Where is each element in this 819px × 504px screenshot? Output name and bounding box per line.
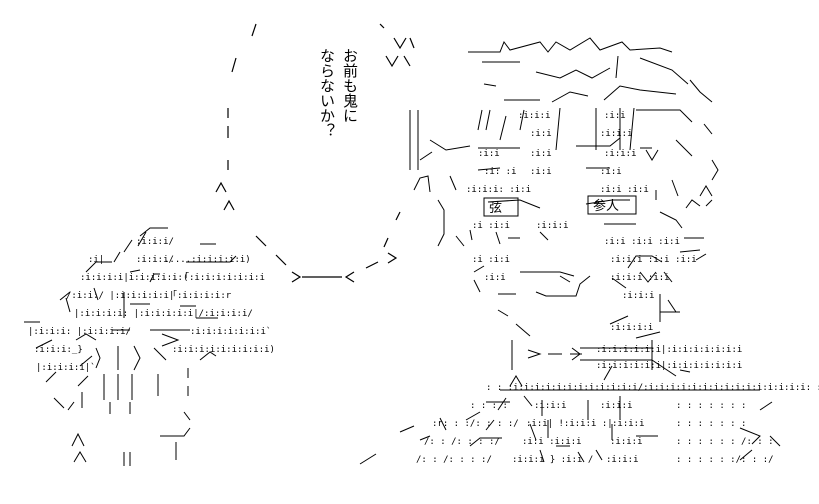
svg-text:: : : : : : /: : :: : : : : : : /: : :: [676, 437, 774, 447]
svg-text::i:i :i:i :i:i: :i:i :i:i :i:i: [604, 237, 680, 247]
svg-text::i:i: :i:i: [530, 129, 552, 139]
svg-text::i:i :i:i: :i:i :i:i: [600, 185, 649, 195]
svg-text::r: : :/: : : :/: :r: : :/: : : :/: [432, 419, 519, 429]
svg-text:|:i:i:i: |:i:i:i:i/: |:i:i:i: |:i:i:i:i/: [28, 327, 131, 337]
svg-text::i:i:i:_}: :i:i:i:_}: [34, 345, 83, 355]
svg-text::i :i:i: :i :i:i: [472, 255, 510, 265]
svg-text::i:i:i: :i:i:i: [604, 149, 637, 159]
svg-text:「:i:i:i:i:r: 「:i:i:i:i:r: [168, 290, 232, 301]
svg-text:/: : /: : : :/: /: : /: : : :/: [424, 437, 500, 447]
svg-text::i:i: :i:i: [530, 149, 552, 159]
svg-text::i:i: :i:i: [604, 111, 626, 121]
svg-text::i:i:i/: :i:i:i/: [136, 255, 174, 265]
svg-text:: : : :: : : : :: [470, 401, 508, 411]
svg-text::i:i:i: :i:i:i: [622, 291, 655, 301]
svg-text::i:i: :i:i: [484, 273, 506, 283]
speech-line-1: お前も鬼に: [341, 48, 359, 123]
svg-text:: : : : : : :: : : : : : : :: [676, 419, 746, 429]
human-figure: [24, 227, 237, 466]
speech-line-2: ならないか？: [318, 48, 336, 138]
demon-texture: :i:i:i :i:i :i:i :i:i:i :i:i :i:i :i:i:i…: [416, 111, 819, 465]
svg-text::i:i:i/: :i:i:i/: [136, 237, 174, 247]
svg-text::i:i:i: :i:i:i: [518, 111, 551, 121]
svg-text::i:i:i: :i:i:i: [606, 455, 639, 465]
speech-bubble-text: お前も鬼に ならないか？: [278, 48, 359, 198]
svg-text:/: : /: : : :/: /: : /: : : :/: [416, 455, 492, 465]
svg-text:/:i:i:/ |:i:i:i:i:i|: /:i:i:/ |:i:i:i:i:i|: [66, 291, 174, 301]
svg-text::i:i: :i:i: [530, 167, 552, 177]
svg-text:.....:i:i:i:i:i): .....:i:i:i:i:i): [164, 255, 251, 265]
demon-left-eye: 弦: [483, 197, 519, 217]
svg-text:「:i:i:i:i:i:i:i: 「:i:i:i:i:i:i:i: [180, 272, 265, 283]
svg-text::i:i: :i:i: [600, 167, 622, 177]
svg-text::i:i:i: :i:i: :i:i:i: :i:i: [466, 185, 531, 195]
svg-text:: : :i:i:i:i:i:i:i:i:i:i:i:i/:: : : :i:i:i:i:i:i:i:i:i:i:i:i/:i:i:i:i:i:…: [486, 383, 819, 393]
svg-text::i:i:i: :i:i:i: [612, 419, 645, 429]
svg-text::i:i| !:i:i:i :|: :i:i| !:i:i:i :|: [526, 419, 613, 429]
left-eye-label: 弦: [489, 200, 502, 216]
svg-text::i:i:i:i:i:i|:i:i:i:i:i:i:i: :i:i:i:i:i:i|:i:i:i:i:i:i:i: [596, 361, 742, 371]
svg-text::i:i:i: :i:i:i: [600, 401, 633, 411]
right-eye-label: 参人: [593, 198, 619, 214]
svg-text::i: :i: :i: :i: [484, 167, 517, 177]
svg-text:|:i:i:i:i|`: |:i:i:i:i|`: [36, 362, 96, 373]
svg-text::i:i:i: :i:i:i: [600, 129, 633, 139]
svg-text::i:i: :i:i: [478, 149, 500, 159]
svg-text:|:i:i:i:i: |:i:i:i:i:i|/:i:i:i: |:i:i:i:i: |:i:i:i:i:i|/:i:i:i:i/: [74, 309, 253, 319]
svg-text::i:i:i:i:i:i|:i:i:i:i:i:i:i: :i:i:i:i:i:i|:i:i:i:i:i:i:i: [596, 345, 742, 355]
svg-text::i:i:i:i:i:i:i`: :i:i:i:i:i:i:i`: [190, 326, 271, 337]
svg-text::i:i:i: :i:i:i: [610, 437, 643, 447]
svg-text:: : : : : :/: : :/: : : : : : :/: : :/: [676, 455, 774, 465]
svg-text::i|: :i|: [88, 255, 104, 265]
svg-text::i:i:i } :i:i /: :i:i:i } :i:i /: [512, 455, 593, 465]
svg-text::i:i:i:i|i:i:i:i:i:(: :i:i:i:i|i:i:i:i:i:(: [80, 273, 188, 283]
svg-text::i:i:i: :i:i:i: [534, 401, 567, 411]
svg-text::i:i :i:i:i: :i:i :i:i:i: [522, 437, 582, 447]
svg-text::i:i:i:i: :i:i:i:i: [610, 323, 653, 333]
svg-text::i:i:i: :i:i:i: [536, 221, 569, 231]
speech-bubble-outline: [215, 23, 415, 283]
demon-figure: [359, 37, 781, 465]
svg-text::i:i:i:i:i:i:i:i:i): :i:i:i:i:i:i:i:i:i): [172, 345, 275, 355]
svg-text:: : : : : : :: : : : : : : :: [676, 401, 746, 411]
svg-text::i :i:i: :i :i:i: [472, 221, 510, 231]
svg-text::i:i:i :i:i: :i:i:i :i:i: [610, 273, 670, 283]
svg-text::i:i:i :i:i :i:i: :i:i:i :i:i :i:i: [610, 255, 697, 265]
human-texture: :i:i:i/ :i| :i:i:i/ .....:i:i:i:i:i) :i:…: [28, 237, 275, 373]
demon-right-eye: 参人: [587, 195, 637, 215]
